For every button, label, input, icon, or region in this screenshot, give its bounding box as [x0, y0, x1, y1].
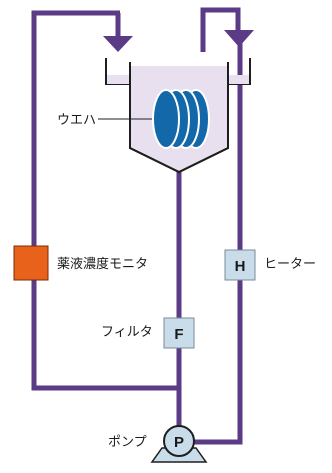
left-arrow-icon: [103, 36, 133, 52]
pump-box-letter: P: [174, 434, 184, 451]
pump-circle: [163, 425, 195, 457]
wafer-stack: [152, 89, 210, 149]
right-top-pipe: [200, 7, 241, 52]
filter-box-letter: F: [174, 326, 183, 343]
filter-box: [163, 317, 195, 349]
wafer-icon: [152, 89, 180, 149]
heater-box: [224, 249, 256, 281]
pump: P: [150, 425, 208, 463]
pipes: [31, 7, 243, 445]
overflow-liquid-right: [228, 75, 249, 84]
heater-label: ヒーター: [264, 256, 316, 271]
overflow-liquid-left: [107, 75, 130, 84]
concentration-monitor-label: 薬液濃度モニタ: [57, 256, 148, 271]
right-supply-pipe: [192, 43, 243, 445]
left-return-pipe: [31, 10, 179, 391]
right-arrow-icon: [224, 30, 254, 47]
pump-label: ポンプ: [108, 434, 147, 449]
concentration-monitor-box: [13, 245, 49, 281]
heater-box-letter: H: [235, 258, 246, 275]
flow-arrows: [103, 30, 254, 52]
wafer-label: ウエハ: [57, 112, 96, 127]
filter-label: フィルタ: [101, 324, 153, 339]
